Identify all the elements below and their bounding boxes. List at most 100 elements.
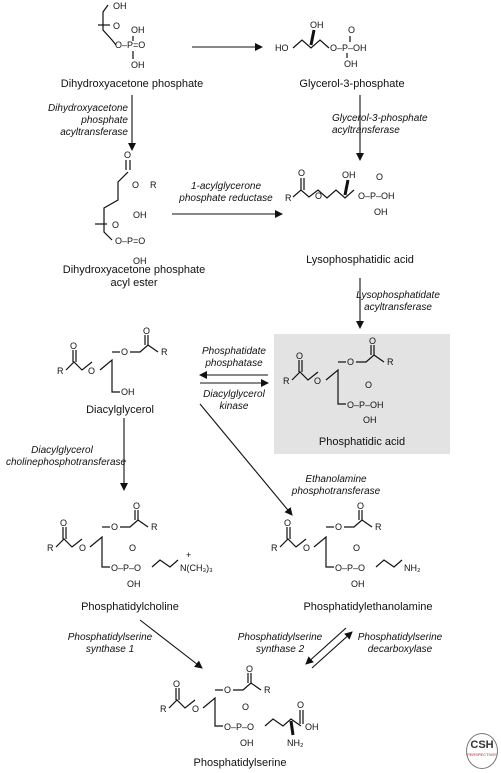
enzyme-psd-line2: decarboxylase	[367, 644, 433, 655]
enzyme-ps-synthase-2: Phosphatidylserine synthase 2	[232, 632, 328, 656]
structure-lpa: R O O OH O–P–OH O OH	[285, 168, 395, 217]
svg-text:O: O	[111, 522, 118, 532]
svg-text:HO: HO	[275, 43, 289, 53]
svg-text:O–P–O: O–P–O	[335, 563, 365, 573]
svg-text:O: O	[357, 501, 364, 511]
arrow-pe-to-ps	[305, 627, 347, 665]
svg-text:O: O	[298, 168, 305, 178]
enzyme-acylglycerone-line1: 1-acylglycerone	[190, 181, 262, 192]
svg-text:OH: OH	[240, 738, 254, 748]
svg-text:O: O	[303, 543, 310, 553]
structure-ps: R O O O O R O–P–O O OH NH₂ O OH	[160, 664, 319, 748]
svg-text:O–P–O: O–P–O	[224, 722, 254, 732]
enzyme-pss2-line2: synthase 2	[255, 644, 305, 655]
svg-text:OH: OH	[131, 60, 145, 70]
enzyme-g3p-acyltransferase-line1: Glycerol-3-phosphate	[332, 113, 428, 124]
svg-text:O: O	[335, 522, 342, 532]
enzyme-lpa-at-line2: acyltransferase	[364, 302, 432, 313]
arrow-pc-to-ps	[139, 619, 203, 669]
svg-text:OH: OH	[133, 256, 147, 266]
svg-text:R: R	[387, 357, 394, 367]
enzyme-cholinephosphotransferase: Diacylglycerol cholinephosphotransferase	[6, 445, 127, 469]
svg-text:R: R	[264, 685, 271, 695]
enzyme-diacylglycerol-kinase: Diacylglycerol kinase	[194, 389, 274, 413]
structure-dhap: OH O O–P=O OH OH	[98, 1, 145, 70]
logo-main-text: CSH	[470, 739, 494, 751]
svg-text:O: O	[314, 376, 321, 386]
enzyme-dhap-acyltransferase-line1: Dihydroxyacetone	[47, 103, 128, 114]
arrow-dag-to-pe	[199, 403, 293, 516]
enzyme-pap-line2: phosphatase	[205, 358, 263, 369]
svg-text:R: R	[150, 180, 157, 190]
svg-text:OH: OH	[127, 579, 141, 589]
svg-text:R: R	[285, 193, 292, 203]
enzyme-cpt-line1: Diacylglycerol	[31, 445, 93, 456]
svg-text:R: R	[160, 704, 167, 714]
structure-pe: R O O O O R O–P–O O OH NH₂	[271, 501, 421, 589]
svg-text:O: O	[79, 543, 86, 553]
svg-text:O: O	[348, 25, 355, 35]
svg-text:R: R	[375, 522, 382, 532]
svg-text:O: O	[315, 191, 322, 201]
enzyme-lpa-at-line1: Lysophosphatidate	[356, 290, 440, 301]
svg-text:O: O	[365, 380, 372, 390]
enzyme-pss2-line1: Phosphatidylserine	[237, 632, 323, 643]
label-dhap-acyl-ester: Dihydroxyacetone phosphate acyl ester	[24, 264, 244, 290]
svg-text:OH: OH	[374, 207, 388, 217]
enzyme-ept-line1: Ethanolamine	[305, 474, 367, 485]
structure-pa: R O O O O R O–P–OH O OH	[283, 336, 394, 425]
svg-text:O–P=O: O–P=O	[115, 40, 145, 50]
svg-text:O: O	[173, 679, 180, 689]
svg-text:O: O	[132, 180, 139, 190]
svg-text:O–P=O: O–P=O	[115, 236, 145, 246]
label-phosphatidic-acid: Phosphatidic acid	[318, 436, 406, 448]
enzyme-lysophosphatidate-acyltransferase: Lysophosphatidate acyltransferase	[336, 290, 460, 314]
enzyme-pss1-line2: synthase 1	[85, 644, 135, 655]
label-dhap-acyl-ester-line2: acyl ester	[110, 277, 158, 289]
svg-text:OH: OH	[351, 579, 365, 589]
csh-perspectives-logo: CSH PERSPECTIVES	[466, 733, 498, 769]
arrow-ps-to-pe	[311, 631, 353, 669]
svg-text:O: O	[60, 518, 67, 528]
enzyme-ps-decarboxylase: Phosphatidylserine decarboxylase	[350, 632, 450, 656]
svg-text:O: O	[297, 700, 304, 710]
structure-dag: R O O O O R OH	[57, 326, 168, 397]
label-phosphatidylcholine: Phosphatidylcholine	[81, 601, 179, 613]
svg-text:O–P–O: O–P–O	[111, 563, 141, 573]
svg-text:R: R	[161, 347, 168, 357]
label-dihydroxyacetone-phosphate: Dihydroxyacetone phosphate	[60, 78, 204, 90]
svg-text:O: O	[242, 702, 249, 712]
svg-text:OH: OH	[342, 170, 356, 180]
svg-text:O: O	[347, 357, 354, 367]
enzyme-cpt-line2: cholinephosphotransferase	[6, 457, 127, 468]
svg-text:OH: OH	[133, 210, 147, 220]
svg-text:O: O	[88, 366, 95, 376]
logo-sub-text: PERSPECTIVES	[467, 752, 498, 757]
svg-text:OH: OH	[344, 59, 358, 69]
label-phosphatidylserine: Phosphatidylserine	[193, 757, 287, 769]
svg-text:OH: OH	[113, 1, 127, 11]
svg-text:O: O	[369, 336, 376, 346]
svg-text:O: O	[121, 347, 128, 357]
svg-text:O: O	[143, 326, 150, 336]
svg-text:R: R	[57, 366, 64, 376]
enzyme-pap-line1: Phosphatidate	[202, 346, 266, 357]
svg-text:O: O	[112, 220, 119, 230]
svg-text:O: O	[224, 685, 231, 695]
svg-text:O–P–OH: O–P–OH	[347, 400, 384, 410]
label-dhap-acyl-ester-line1: Dihydroxyacetone phosphate	[62, 264, 206, 276]
phosphatidic-acid-highlight-box	[274, 334, 450, 454]
svg-text:R: R	[271, 543, 278, 553]
svg-text:O: O	[192, 704, 199, 714]
structure-pc: R O O O O R O–P–O O OH N(CH₃)₃ +	[47, 501, 213, 589]
svg-text:O: O	[129, 543, 136, 553]
svg-text:OH: OH	[121, 387, 135, 397]
label-glycerol-3-phosphate: Glycerol-3-phosphate	[299, 78, 405, 90]
enzyme-acylglycerone-phosphate-reductase: 1-acylglycerone phosphate reductase	[168, 181, 284, 205]
enzyme-dhap-acyltransferase: Dihydroxyacetone phosphate acyltransfera…	[20, 103, 128, 139]
svg-text:NH₂: NH₂	[287, 738, 304, 748]
svg-text:O: O	[124, 150, 131, 160]
svg-text:O: O	[284, 518, 291, 528]
svg-text:OH: OH	[363, 415, 377, 425]
